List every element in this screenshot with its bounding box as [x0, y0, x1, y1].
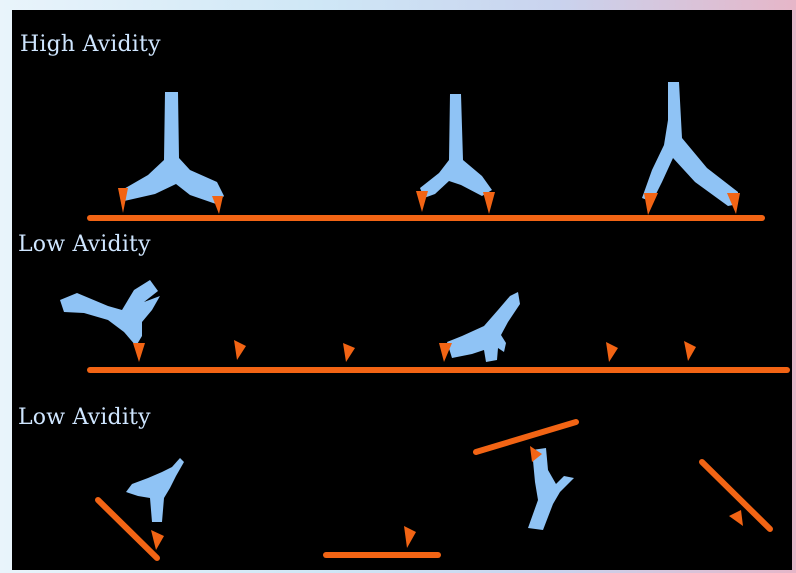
section-label-low-avidity-1: Low Avidity: [18, 232, 151, 257]
epitope-free: [234, 340, 246, 360]
antibody-bivalent-2: [416, 94, 495, 214]
epitope-free: [606, 342, 618, 362]
antigen-fragment-4: [699, 459, 773, 532]
epitope: [439, 343, 452, 362]
epitope: [151, 530, 164, 550]
diagram-canvas: High Avidity Low Avidity Low Avidity: [12, 10, 792, 570]
epitope: [212, 196, 223, 214]
epitope: [727, 193, 740, 214]
antibody-bivalent-1: [118, 92, 224, 214]
antigen-fragment-surface: [699, 459, 773, 532]
epitope: [644, 193, 658, 215]
antigen-fragment-3: [473, 419, 579, 530]
avidity-diagram: [60, 82, 790, 561]
epitope: [729, 510, 743, 526]
section-label-low-avidity-2: Low Avidity: [18, 405, 151, 430]
epitope-free: [684, 341, 696, 361]
epitope: [133, 343, 145, 362]
epitope: [483, 192, 495, 214]
epitope-free: [343, 343, 355, 362]
section-label-high-avidity: High Avidity: [20, 32, 161, 57]
epitope: [118, 188, 128, 213]
epitope: [404, 526, 416, 548]
epitope: [416, 191, 428, 212]
antibody-monovalent-1: [60, 280, 160, 362]
epitope: [530, 446, 542, 462]
antigen-fragment-2: [323, 526, 441, 558]
antibody-bivalent-3: [642, 82, 740, 215]
antigen-fragment-surface: [95, 497, 160, 561]
antigen-fragment-surface: [473, 419, 579, 455]
antibody-monovalent-2: [439, 292, 520, 362]
antigen-fragment-1: [95, 458, 184, 561]
